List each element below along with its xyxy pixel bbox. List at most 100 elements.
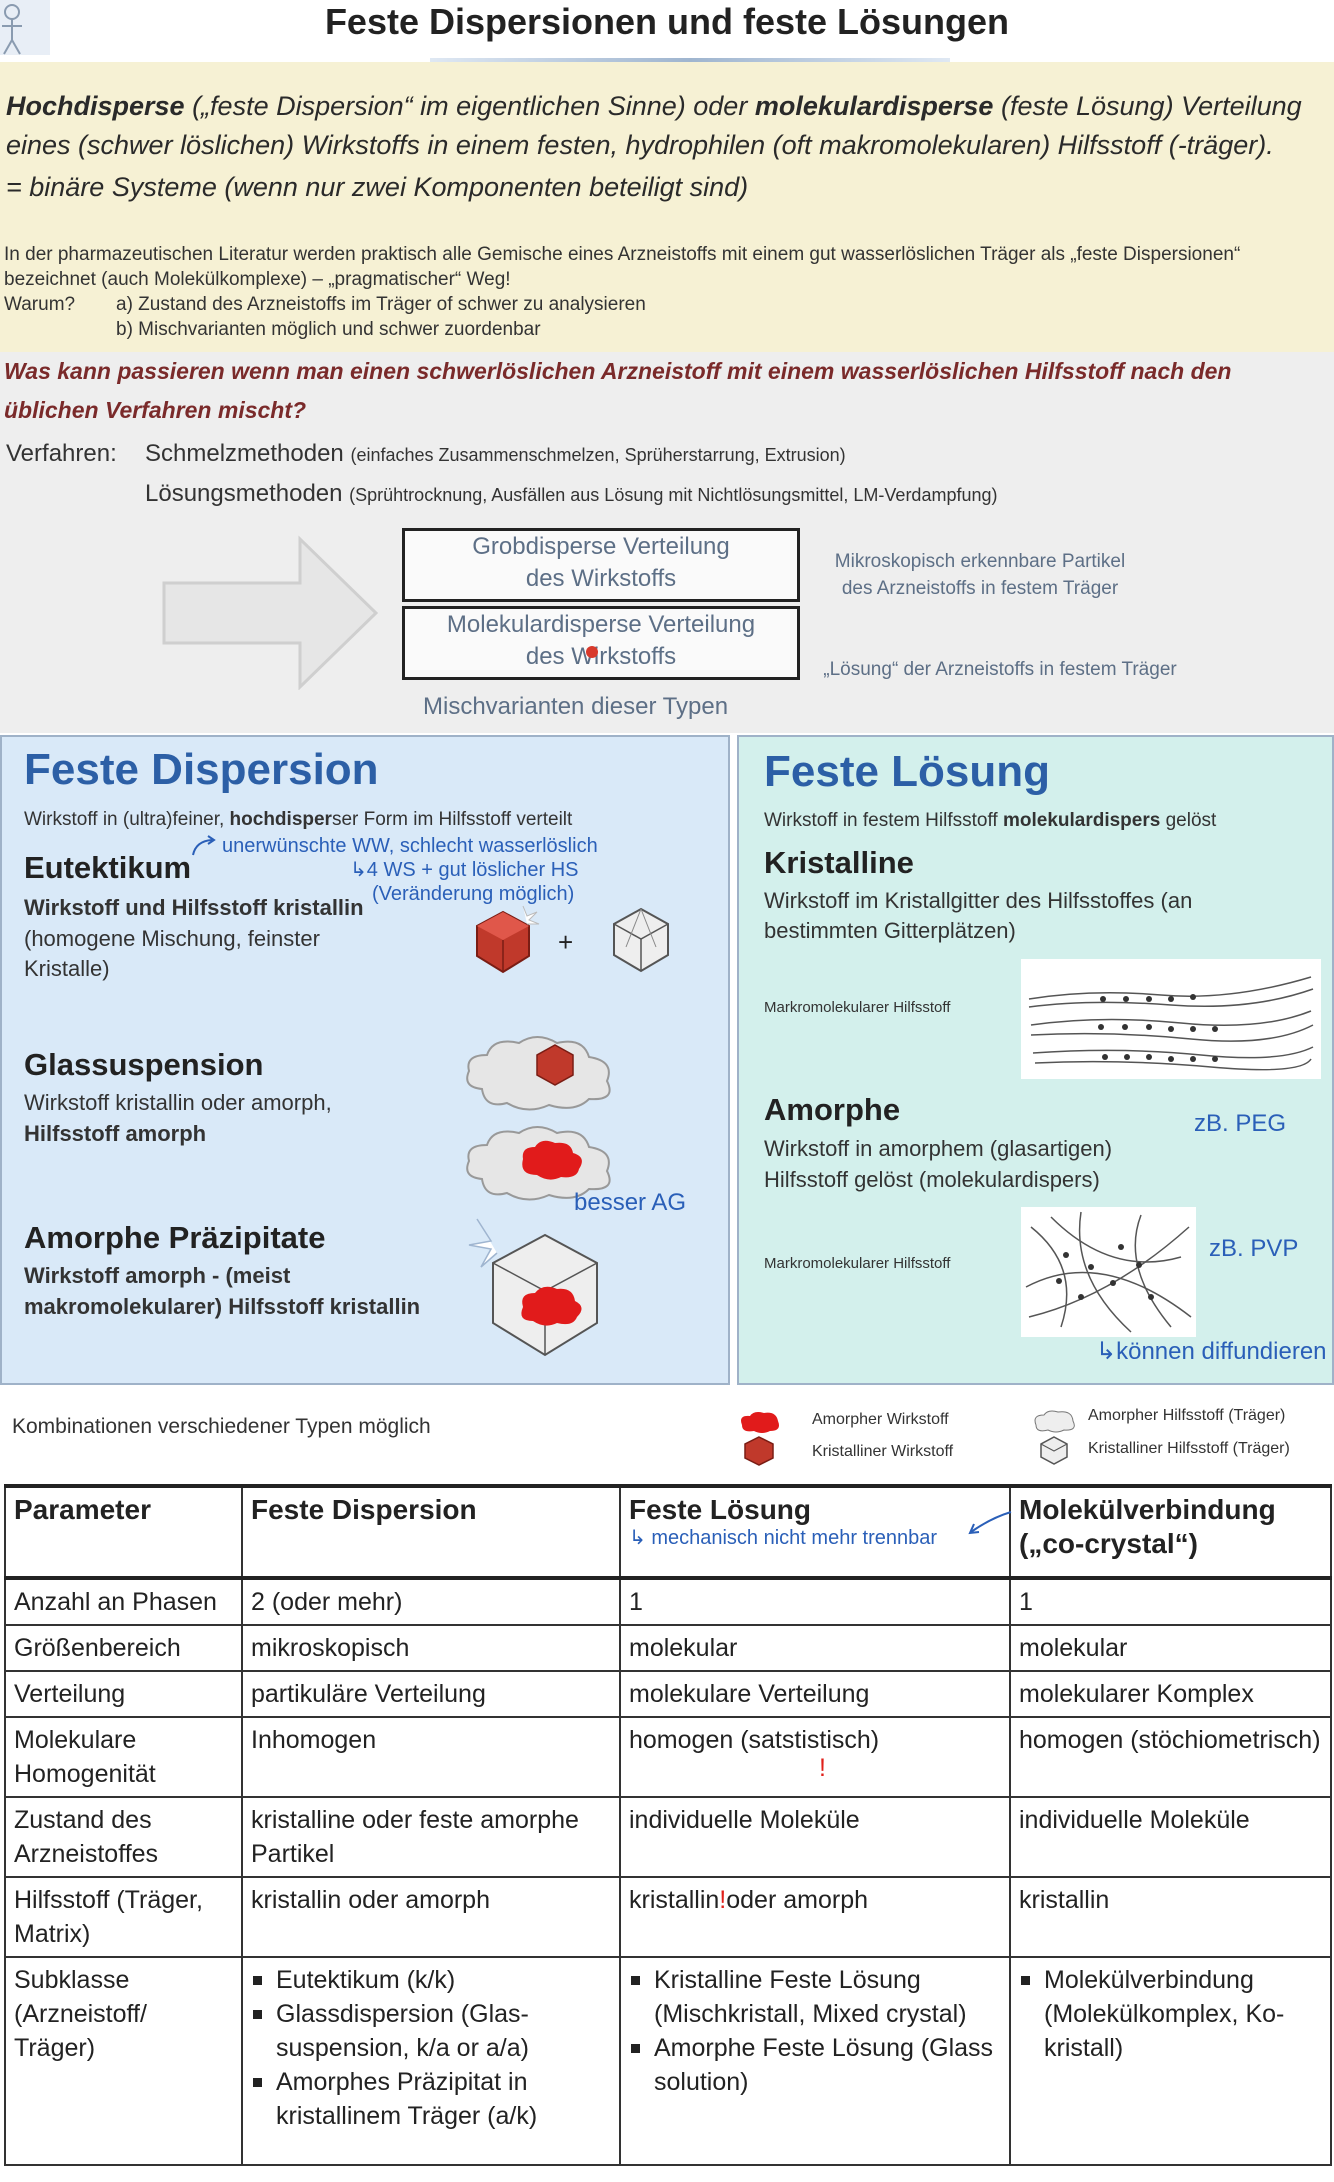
- cell: molekulare Verteilung: [619, 1670, 1011, 1718]
- table-row: Subklasse (Arzneistoff/ Träger) Eutektik…: [4, 1956, 1332, 2166]
- amorph-hilfsstoff-icon: [1034, 1410, 1075, 1433]
- literature-line-2: bezeichnet (auch Molekülkomplexe) – „pra…: [4, 269, 511, 290]
- intro-line-2: eines (schwer löslichen) Wirkstoffs in e…: [6, 130, 1274, 160]
- eutektikum-line2: (homogene Mischung, feinster: [24, 926, 320, 951]
- cell: molekular: [1009, 1624, 1332, 1672]
- cursor-dot-icon: [586, 646, 598, 658]
- kristall-hilfsstoff-icon: [1040, 1436, 1068, 1465]
- kristalline-line2: bestimmten Gitterplätzen): [764, 918, 1016, 943]
- cell: Molekulare Homogenität: [4, 1716, 243, 1798]
- amorphe-praezipitate-line2: makromolekularer) Hilfsstoff kristallin: [24, 1294, 421, 1319]
- list-item: Amorphe Feste Lösung (Glass solution): [629, 2031, 1001, 2099]
- bullet-icon: [1021, 1976, 1030, 1985]
- method-loesung: Lösungsmethoden (Sprühtrocknung, Ausfäll…: [145, 480, 998, 507]
- header-parameter: Parameter: [4, 1484, 243, 1580]
- crystal-with-amorph-icon: [468, 1218, 598, 1357]
- list-item: Glassdispersion (Glas-suspension, k/a or…: [251, 1997, 611, 2065]
- intro-line-1: Hochdisperse („feste Dispersion“ im eige…: [6, 91, 1302, 121]
- eutektikum-title: Eutektikum: [24, 850, 192, 885]
- legend-kristalliner-hilfsstoff: Kristalliner Hilfsstoff (Träger): [1088, 1440, 1290, 1457]
- white-crystal-icon: [613, 907, 669, 973]
- makromolekular-label-1: Markromolekularer Hilfsstoff: [764, 999, 951, 1016]
- cell: 2 (oder mehr): [241, 1577, 621, 1626]
- table-row: Molekulare Homogenität Inhomogen homogen…: [4, 1716, 1332, 1798]
- note-veraenderung: (Veränderung möglich): [372, 883, 575, 905]
- exclamation-mark: !: [719, 1886, 727, 1914]
- cell: homogen (stöchiometrisch): [1009, 1716, 1332, 1798]
- cell: 1: [619, 1577, 1011, 1626]
- title-bar: [0, 0, 1334, 62]
- amorphe-line1: Wirkstoff in amorphem (glasartigen): [764, 1136, 1113, 1161]
- feste-dispersion-subtitle: Wirkstoff in (ultra)feiner, hochdisperse…: [24, 809, 573, 830]
- cell: kristallin!oder amorph: [619, 1876, 1011, 1958]
- question: Was kann passieren wenn man einen schwer…: [4, 358, 1232, 423]
- feste-loesung-panel: Feste Lösung Wirkstoff in festem Hilfsst…: [737, 735, 1334, 1385]
- header-note: ↳ mechanisch nicht mehr trennbar: [629, 1527, 938, 1549]
- table-row: Verteilung partikuläre Verteilung moleku…: [4, 1670, 1332, 1718]
- red-crystal-icon: [476, 905, 540, 974]
- note-diffundieren: ↳können diffundieren: [1096, 1338, 1327, 1365]
- intro-box: Hochdisperse („feste Dispersion“ im eige…: [0, 62, 1334, 352]
- bullet-icon: [631, 1976, 640, 1985]
- cell: Inhomogen: [241, 1716, 621, 1798]
- feste-loesung-subtitle: Wirkstoff in festem Hilfsstoff molekular…: [764, 810, 1217, 831]
- big-arrow-icon: [162, 535, 379, 690]
- table-header-row: Parameter Feste Dispersion Feste Lösung …: [4, 1484, 1332, 1580]
- slide-overview: Feste Dispersionen und feste Lösungen Ho…: [0, 0, 1334, 733]
- feste-loesung-title: Feste Lösung: [764, 747, 1051, 796]
- header-molekuelverbindung: Molekülverbindung („co-crystal“): [1009, 1484, 1332, 1580]
- kristalline-title: Kristalline: [764, 845, 914, 880]
- note-loesung: „Lösung“ der Arzneistoffs in festem Träg…: [823, 659, 1177, 680]
- cell: 1: [1009, 1577, 1332, 1626]
- verfahren-label: Verfahren:: [6, 440, 117, 467]
- table-row: Anzahl an Phasen 2 (oder mehr) 1 1: [4, 1577, 1332, 1626]
- note-unerwuenscht: unerwünschte WW, schlecht wasserlöslich: [222, 835, 598, 857]
- cell: Anzahl an Phasen: [4, 1577, 243, 1626]
- kombinationen-text: Kombinationen verschiedener Typen möglic…: [12, 1415, 431, 1438]
- cell: Molekülverbindung (Molekülkomplex, Ko-kr…: [1009, 1956, 1332, 2166]
- legend-amorpher-hilfsstoff: Amorpher Hilfsstoff (Träger): [1088, 1407, 1286, 1424]
- cell: kristallin: [1009, 1876, 1332, 1958]
- bullet-icon: [253, 2010, 262, 2019]
- cloud-amorph-icon: [466, 1126, 611, 1201]
- header-feste-dispersion: Feste Dispersion: [241, 1484, 621, 1580]
- return-arrow-icon: ↳: [350, 859, 367, 881]
- glassuspension-title: Glassuspension: [24, 1047, 264, 1082]
- plus-sign: +: [558, 927, 574, 957]
- amorphe-praezipitate-line1: Wirkstoff amorph - (meist: [24, 1263, 291, 1288]
- cell: molekular: [619, 1624, 1011, 1672]
- cell: partikuläre Verteilung: [241, 1670, 621, 1718]
- person-icon: [0, 0, 50, 55]
- cell: Kristalline Feste Lösung (Mischkristall,…: [619, 1956, 1011, 2166]
- header-feste-loesung: Feste Lösung ↳ mechanisch nicht mehr tre…: [619, 1484, 1011, 1580]
- amorphe-title: Amorphe: [764, 1092, 901, 1127]
- intro-line-3: = binäre Systeme (wenn nur zwei Komponen…: [6, 172, 749, 202]
- table-row: Hilfsstoff (Träger, Matrix) kristallin o…: [4, 1876, 1332, 1958]
- glassuspension-line1: Wirkstoff kristallin oder amorph,: [24, 1090, 332, 1115]
- glassuspension-line2: Hilfsstoff amorph: [24, 1121, 207, 1146]
- cell: Größenbereich: [4, 1624, 243, 1672]
- bullet-icon: [253, 1976, 262, 1985]
- comparison-table: Parameter Feste Dispersion Feste Lösung …: [4, 1484, 1332, 2166]
- exclamation-mark: !: [819, 1754, 826, 1782]
- polymer-chains-icon: [1021, 959, 1321, 1079]
- cell: individuelle Moleküle: [619, 1796, 1011, 1878]
- cell: mikroskopisch: [241, 1624, 621, 1672]
- warum-b: b) Mischvarianten möglich und schwer zuo…: [116, 319, 541, 340]
- cell: kristallin oder amorph: [241, 1876, 621, 1958]
- note-besser-ag: besser AG: [574, 1189, 687, 1216]
- legend-amorpher-wirkstoff: Amorpher Wirkstoff: [812, 1411, 949, 1428]
- eutektikum-line3: Kristalle): [24, 956, 110, 981]
- warum-label: Warum?: [4, 294, 76, 315]
- bullet-icon: [253, 2078, 262, 2087]
- warum-a: a) Zustand des Arzneistoffs im Träger of…: [116, 294, 646, 315]
- list-item: Eutektikum (k/k): [251, 1963, 611, 1997]
- makromolekular-label-2: Markromolekularer Hilfsstoff: [764, 1255, 951, 1272]
- curved-arrow-icon: [192, 835, 216, 856]
- method-schmelz: Schmelzmethoden (einfaches Zusammenschme…: [145, 440, 846, 467]
- return-arrow-icon: ↳: [629, 1527, 646, 1549]
- cell: homogen (satstistisch) !: [619, 1716, 1011, 1798]
- cell: Zustand des Arzneistoffes: [4, 1796, 243, 1878]
- amorph-wirkstoff-icon: [741, 1412, 779, 1433]
